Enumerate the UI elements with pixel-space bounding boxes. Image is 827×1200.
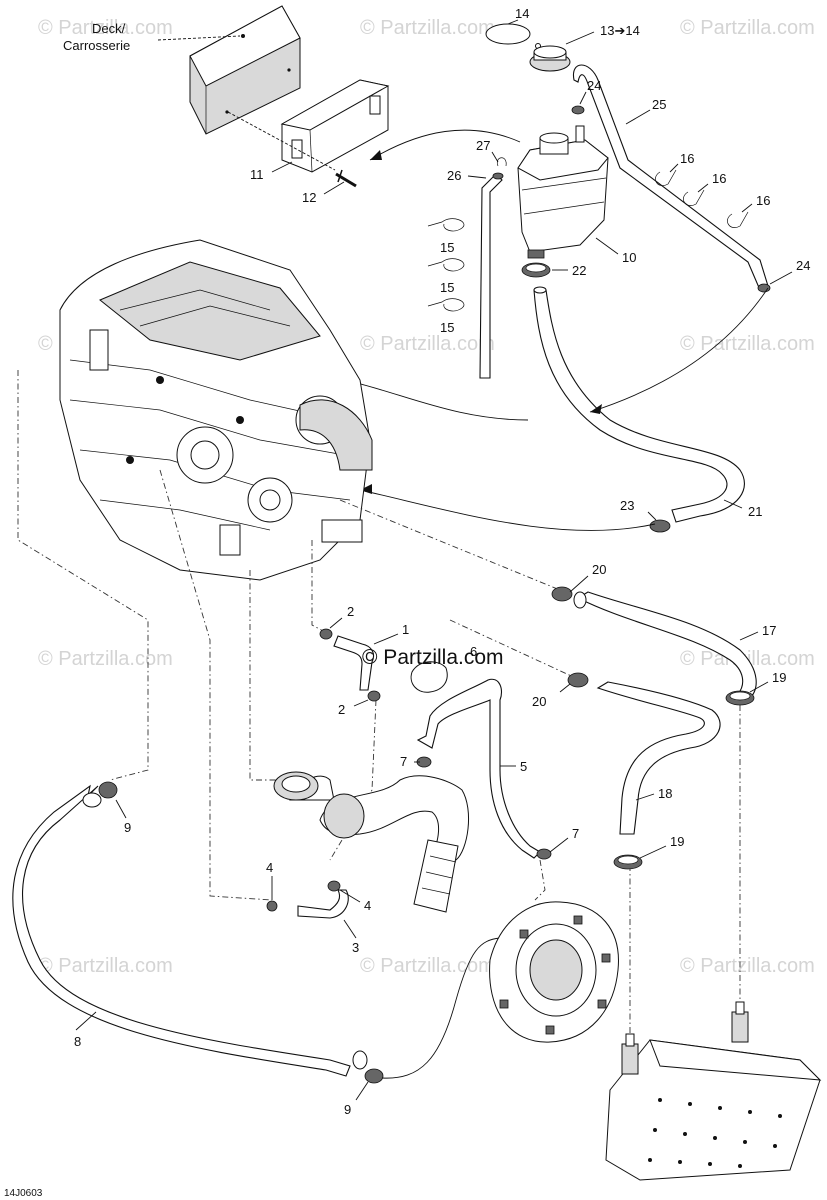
gasket-6 [410, 661, 448, 693]
callout-18: 18 [658, 786, 672, 801]
callout-15: 15 [440, 320, 454, 335]
callout-2: 2 [338, 702, 345, 717]
callout-6: 6 [470, 644, 477, 659]
watermark: © Partzilla.com [38, 955, 173, 977]
reservoir-cap-gasket [485, 23, 541, 49]
callout-7: 7 [400, 754, 407, 769]
hose-3 [297, 889, 349, 919]
overflow-hose [479, 172, 504, 379]
clamp-24-right [757, 283, 771, 293]
callout-19: 19 [772, 670, 786, 685]
dashed-centerlines [17, 370, 741, 1040]
arrow-23-to-engine [359, 489, 656, 531]
callout-24: 24 [796, 258, 810, 273]
coolant-hose-8 [12, 784, 351, 1077]
callout-27: 27 [476, 138, 490, 153]
clamp-24-top [571, 105, 585, 115]
callout-5: 5 [520, 759, 527, 774]
ride-plate [605, 1001, 822, 1181]
callout-9: 9 [124, 820, 131, 835]
clamp-23 [649, 519, 671, 533]
callout-4: 4 [266, 860, 273, 875]
clamp-4-right [327, 880, 341, 892]
clamp-4-left [266, 900, 278, 912]
watermark: © Partzilla.com [680, 955, 815, 977]
callout-14: 14 [515, 6, 529, 21]
clamp-9-lower [352, 1050, 384, 1084]
watermark: © Partzilla.com [360, 333, 495, 355]
callout-7: 7 [572, 826, 579, 841]
clamp-7-lower [536, 848, 552, 860]
callout-13: 13➔14 [600, 23, 640, 38]
watermark: © Partzilla.com [360, 955, 495, 977]
clamp-19-upper [725, 690, 755, 706]
coolant-reservoir [517, 125, 609, 259]
callout-20: 20 [592, 562, 606, 577]
callout-25: 25 [652, 97, 666, 112]
deck-label-line2: Carrosserie [63, 38, 130, 53]
watermark: © Partzilla.com [38, 648, 173, 670]
coolant-hose-21 [533, 289, 745, 523]
callout-16: 16 [680, 151, 694, 166]
hose-clips-16 [655, 169, 749, 228]
deck-label-line1: Deck/ [92, 21, 126, 36]
callout-4: 4 [364, 898, 371, 913]
mounting-bracket [280, 79, 390, 173]
clamp-19-lower [613, 854, 643, 870]
coolant-hose-5 [416, 678, 541, 859]
callout-leaders [75, 19, 793, 1101]
callout-21: 21 [748, 504, 762, 519]
screw [335, 169, 357, 188]
callout-2: 2 [347, 604, 354, 619]
callout-17: 17 [762, 623, 776, 638]
watermark: © Partzilla.com [680, 17, 815, 39]
clamp-22 [521, 262, 551, 278]
arrow-24-to-hose [589, 287, 769, 413]
hose-clamps-15 [427, 218, 465, 312]
clamp-9-upper [82, 781, 118, 808]
arrow-9-to-plate [381, 937, 501, 1079]
callout-labels: 14 13➔14 24 25 27 26 16 16 16 11 12 15 1… [74, 6, 810, 1117]
reservoir-cap [529, 45, 571, 72]
callout-15: 15 [440, 280, 454, 295]
callout-10: 10 [622, 250, 636, 265]
watermark: © Partzilla.com [38, 17, 173, 39]
callout-9: 9 [344, 1102, 351, 1117]
watermark: © Partzilla.com [680, 333, 815, 355]
leader-bracket [227, 111, 336, 171]
coolant-hose-18 [596, 681, 721, 835]
arrow-reservoir-bracket [369, 129, 521, 161]
callout-22: 22 [572, 263, 586, 278]
callout-1: 1 [402, 622, 409, 637]
jet-housing [489, 901, 619, 1043]
clamp-2-upper [319, 628, 333, 640]
callout-20: 20 [532, 694, 546, 709]
callout-3: 3 [352, 940, 359, 955]
clamp-20-lower [567, 672, 589, 688]
callout-19: 19 [670, 834, 684, 849]
clamp-2-lower [367, 690, 381, 702]
callout-16: 16 [756, 193, 770, 208]
watermark: © Partzilla.com [360, 17, 495, 39]
callout-8: 8 [74, 1034, 81, 1049]
deck-panel [189, 5, 301, 135]
exhaust-outlet-elbow [273, 771, 469, 913]
callout-16: 16 [712, 171, 726, 186]
leader-deck [157, 35, 241, 41]
callout-15: 15 [440, 240, 454, 255]
callout-24: 24 [587, 78, 601, 93]
callout-26: 26 [447, 168, 461, 183]
engine-block [59, 239, 373, 581]
watermark-main: © Partzilla.com [362, 646, 504, 669]
clip-27 [496, 157, 507, 167]
drawing-code: 14J0603 [4, 1188, 43, 1199]
clamp-20-upper [551, 586, 587, 609]
callout-12: 12 [302, 190, 316, 205]
fitting-1 [333, 635, 375, 691]
callout-23: 23 [620, 498, 634, 513]
callout-11: 11 [250, 167, 264, 182]
